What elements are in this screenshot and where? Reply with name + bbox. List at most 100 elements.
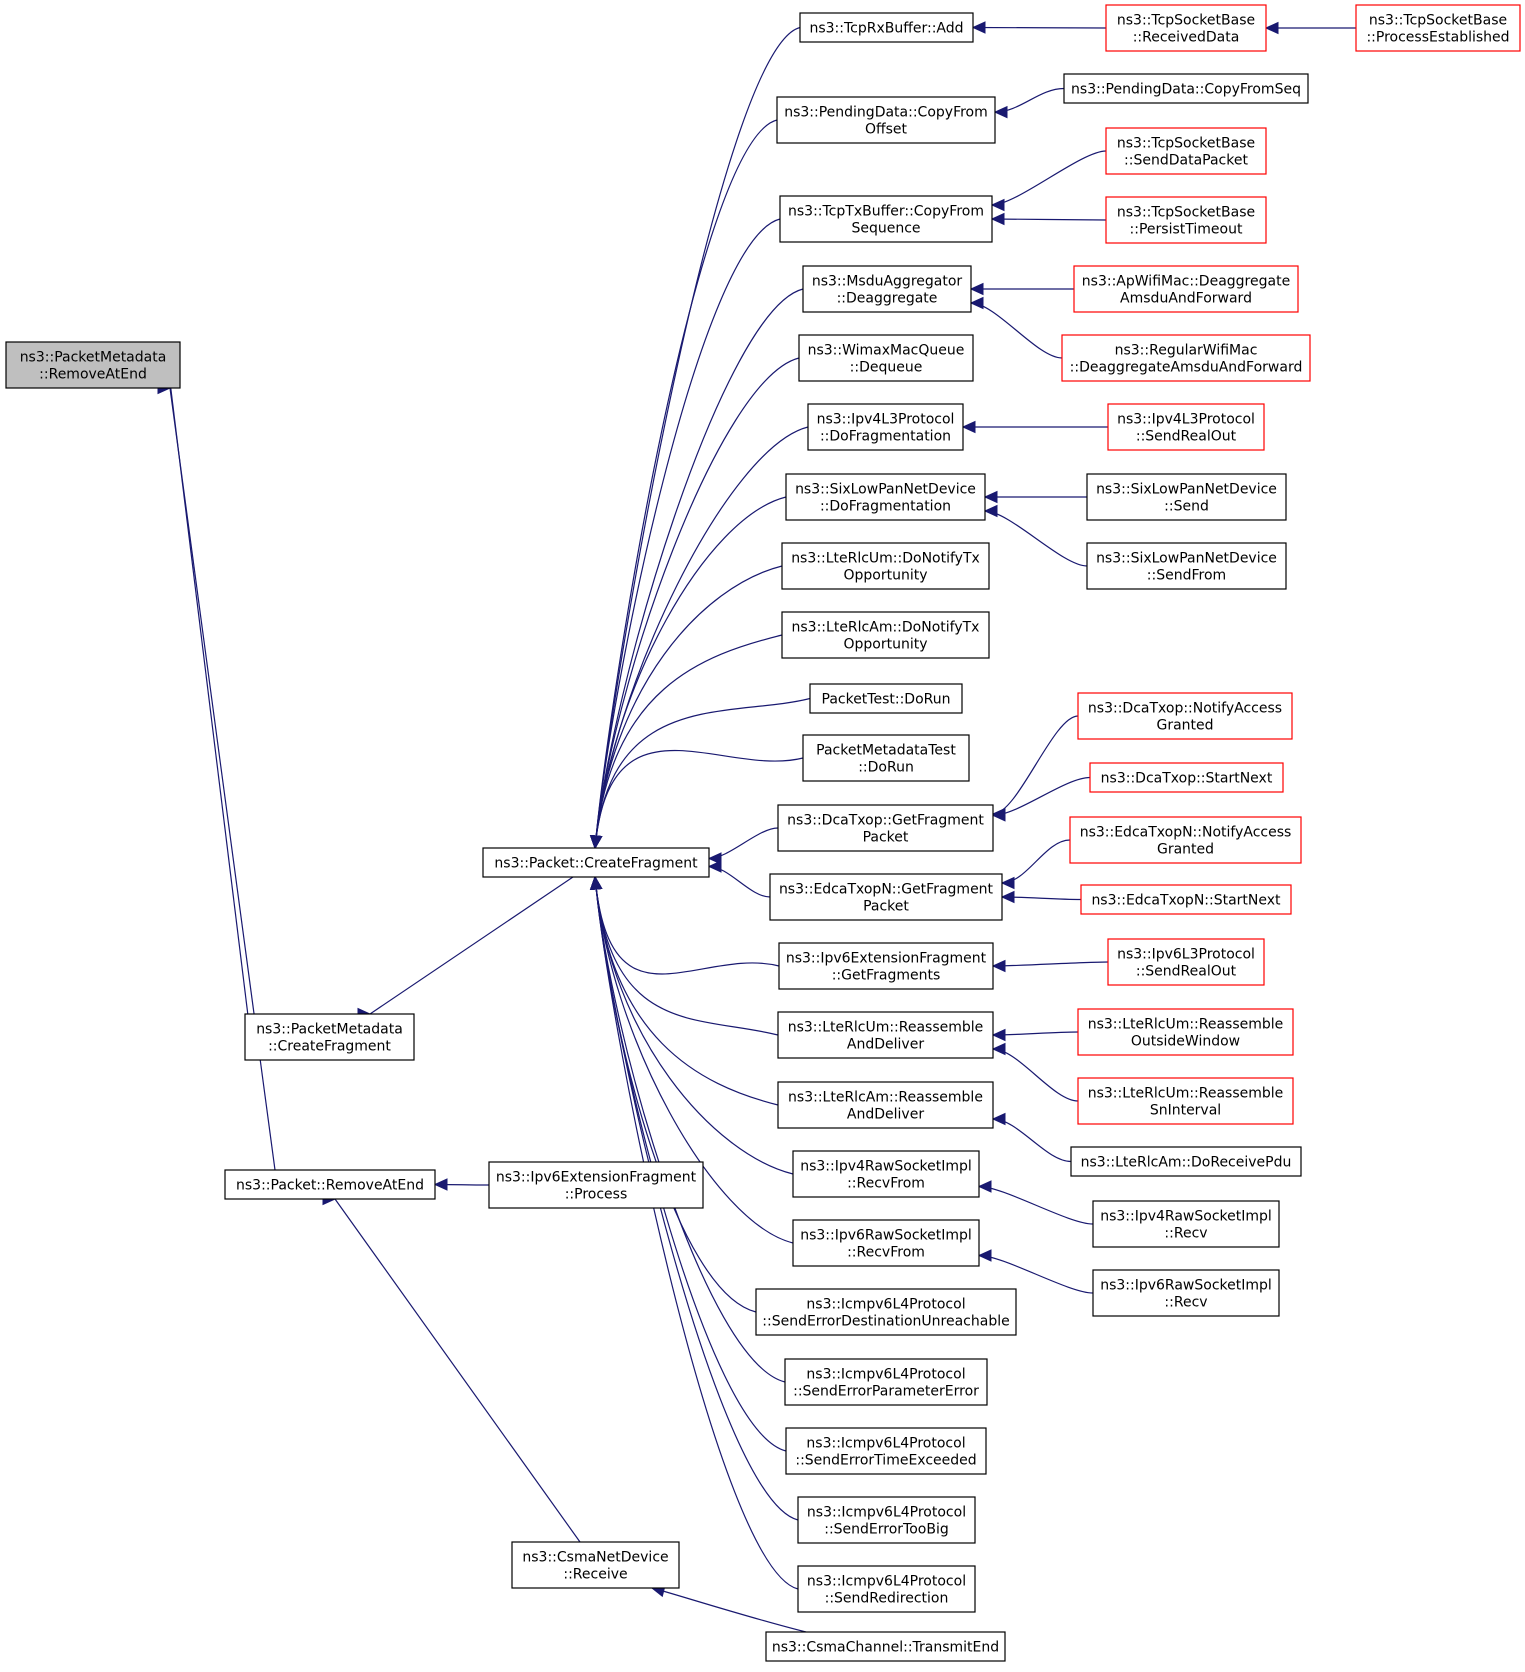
node-label-line: ::SendErrorTooBig: [824, 1522, 949, 1538]
edge-line: [594, 26, 801, 849]
node-pkt-createfrag[interactable]: ns3::Packet::CreateFragment: [482, 847, 710, 878]
edge-arrowhead: [991, 809, 1006, 822]
node-ipv6raw-recv[interactable]: ns3::Ipv6RawSocketImpl::Recv: [1092, 1269, 1280, 1317]
node-msdu-deaggregate[interactable]: ns3::MsduAggregator::Deaggregate: [802, 265, 972, 313]
edge-tcpsock-persist-to-tcptx-copyfromseq: [990, 212, 1107, 226]
node-box: [765, 1631, 1006, 1662]
node-box: [785, 473, 986, 521]
node-regwifi-deagg[interactable]: ns3::RegularWifiMac::DeaggregateAmsduAnd…: [1061, 334, 1311, 382]
node-lterlcam-doreceive[interactable]: ns3::LteRlcAm::DoReceivePdu: [1070, 1146, 1302, 1177]
edge-arrowhead: [961, 420, 976, 434]
node-box: [777, 804, 994, 852]
node-label-line: ::SendRedirection: [825, 1591, 949, 1607]
node-box: [777, 1011, 994, 1059]
edge-arrowhead: [990, 212, 1005, 226]
node-apwifi-deagg[interactable]: ns3::ApWifiMac::DeaggregateAmsduAndForwa…: [1073, 265, 1299, 313]
node-pmtest-dorun[interactable]: PacketMetadataTest::DoRun: [802, 734, 970, 782]
node-ipv4raw-recv[interactable]: ns3::Ipv4RawSocketImpl::Recv: [1092, 1200, 1280, 1248]
node-sixlow-sendfrom[interactable]: ns3::SixLowPanNetDevice::SendFrom: [1086, 542, 1287, 590]
node-sixlow-dofrag[interactable]: ns3::SixLowPanNetDevice::DoFragmentation: [785, 473, 986, 521]
node-packettest-dorun[interactable]: PacketTest::DoRun: [809, 683, 963, 714]
node-box: [244, 1013, 415, 1061]
node-pkt-removeatend[interactable]: ns3::Packet::RemoveAtEnd: [224, 1169, 436, 1200]
node-label-line: ::DoFragmentation: [820, 429, 951, 445]
edge-pending-copyfromoffset-to-pkt-createfrag: [589, 119, 778, 850]
edge-arrowhead: [983, 504, 998, 518]
node-label-line: ::Deaggregate: [837, 291, 938, 307]
node-icmp-time-exceeded[interactable]: ns3::Icmpv6L4Protocol::SendErrorTimeExce…: [785, 1427, 987, 1475]
node-label-line: PacketMetadataTest: [816, 743, 956, 759]
node-label-line: ns3::RegularWifiMac: [1115, 343, 1258, 359]
edge-line: [594, 634, 783, 849]
edge-arrowhead: [991, 1042, 1006, 1056]
node-label-line: ns3::Ipv4L3Protocol: [817, 412, 955, 428]
node-box: [1105, 127, 1267, 175]
edge-line: [369, 876, 574, 1015]
node-box: [1077, 692, 1293, 740]
node-ipv6raw-recvfrom[interactable]: ns3::Ipv6RawSocketImpl::RecvFrom: [792, 1219, 980, 1267]
node-sixlow-send[interactable]: ns3::SixLowPanNetDevice::Send: [1086, 473, 1287, 521]
node-icmp-too-big[interactable]: ns3::Icmpv6L4Protocol::SendErrorTooBig: [797, 1496, 976, 1544]
node-ipv6ext-getfrags[interactable]: ns3::Ipv6ExtensionFragment::GetFragments: [778, 942, 994, 990]
edge-arrowhead: [1000, 890, 1015, 904]
node-icmp-redirection[interactable]: ns3::Icmpv6L4Protocol::SendRedirection: [797, 1565, 976, 1613]
node-dca-startnext[interactable]: ns3::DcaTxop::StartNext: [1089, 762, 1284, 793]
node-tcprx-add[interactable]: ns3::TcpRxBuffer::Add: [799, 12, 974, 43]
edge-packettest-dorun-to-pkt-createfrag: [589, 697, 811, 850]
node-label-line: ns3::LteRlcAm::DoNotifyTx: [792, 620, 980, 636]
node-label-line: AndDeliver: [847, 1107, 924, 1123]
node-edca-startnext[interactable]: ns3::EdcaTxopN::StartNext: [1080, 884, 1292, 915]
node-label-line: ns3::Ipv6RawSocketImpl: [800, 1228, 972, 1244]
node-ipv6ext-process[interactable]: ns3::Ipv6ExtensionFragment::Process: [488, 1161, 704, 1209]
node-tcpsock-received[interactable]: ns3::TcpSocketBase::ReceivedData: [1105, 4, 1267, 52]
node-icmp-dest-unreach[interactable]: ns3::Icmpv6L4Protocol::SendErrorDestinat…: [755, 1288, 1017, 1336]
node-csma-receive[interactable]: ns3::CsmaNetDevice::Receive: [511, 1541, 680, 1589]
node-label-line: PacketTest::DoRun: [822, 692, 951, 708]
node-label-line: ns3::Ipv4L3Protocol: [1117, 412, 1255, 428]
node-label-line: ns3::Icmpv6L4Protocol: [806, 1436, 965, 1452]
node-box: [1105, 4, 1267, 52]
edge-line: [992, 961, 1109, 967]
node-csmachan-transmitend[interactable]: ns3::CsmaChannel::TransmitEnd: [765, 1631, 1006, 1662]
node-label-line: ns3::Icmpv6L4Protocol: [806, 1297, 965, 1313]
node-ipv4l3-dofrag[interactable]: ns3::Ipv4L3Protocol::DoFragmentation: [807, 403, 964, 451]
node-box: [797, 1565, 976, 1613]
node-wimax-dequeue[interactable]: ns3::WimaxMacQueue::Dequeue: [798, 334, 974, 382]
edge-dca-notify-to-dca-getfrag: [991, 715, 1079, 821]
node-box: [5, 341, 181, 389]
node-ipv6l3-sendrealout[interactable]: ns3::Ipv6L3Protocol::SendRealOut: [1107, 938, 1265, 986]
edge-arrowhead: [991, 1112, 1006, 1126]
node-label-line: ns3::PacketMetadata: [256, 1022, 403, 1038]
node-box: [1107, 938, 1265, 986]
node-label-line: ns3::Packet::CreateFragment: [494, 856, 698, 872]
node-ipv4l3-sendrealout[interactable]: ns3::Ipv4L3Protocol::SendRealOut: [1107, 403, 1265, 451]
node-label-line: ::SendErrorParameterError: [793, 1384, 979, 1400]
node-label-line: Packet: [863, 830, 909, 846]
nodes-layer: ns3::PacketMetadata::RemoveAtEndns3::Pac…: [5, 4, 1521, 1662]
edge-tcptx-copyfromseq-to-pkt-createfrag: [589, 218, 781, 850]
edge-ipv4l3-sendrealout-to-ipv4l3-dofrag: [961, 420, 1108, 434]
node-tcpsock-procest[interactable]: ns3::TcpSocketBase::ProcessEstablished: [1355, 4, 1521, 52]
node-icmp-param-error[interactable]: ns3::Icmpv6L4Protocol::SendErrorParamete…: [784, 1358, 988, 1406]
node-label-line: ns3::Icmpv6L4Protocol: [807, 1505, 966, 1521]
node-ipv4raw-recvfrom[interactable]: ns3::Ipv4RawSocketImpl::RecvFrom: [792, 1150, 980, 1198]
edge-tcpsock-received-to-tcprx-add: [971, 21, 1107, 34]
node-pm-createfrag[interactable]: ns3::PacketMetadata::CreateFragment: [244, 1013, 415, 1061]
node-tcpsock-senddata[interactable]: ns3::TcpSocketBase::SendDataPacket: [1105, 127, 1267, 175]
node-tcpsock-persist[interactable]: ns3::TcpSocketBase::PersistTimeout: [1105, 196, 1267, 244]
edge-pm-createfrag-to-root: [157, 375, 251, 1033]
node-pending-copyfromseq[interactable]: ns3::PendingData::CopyFromSeq: [1063, 73, 1309, 104]
